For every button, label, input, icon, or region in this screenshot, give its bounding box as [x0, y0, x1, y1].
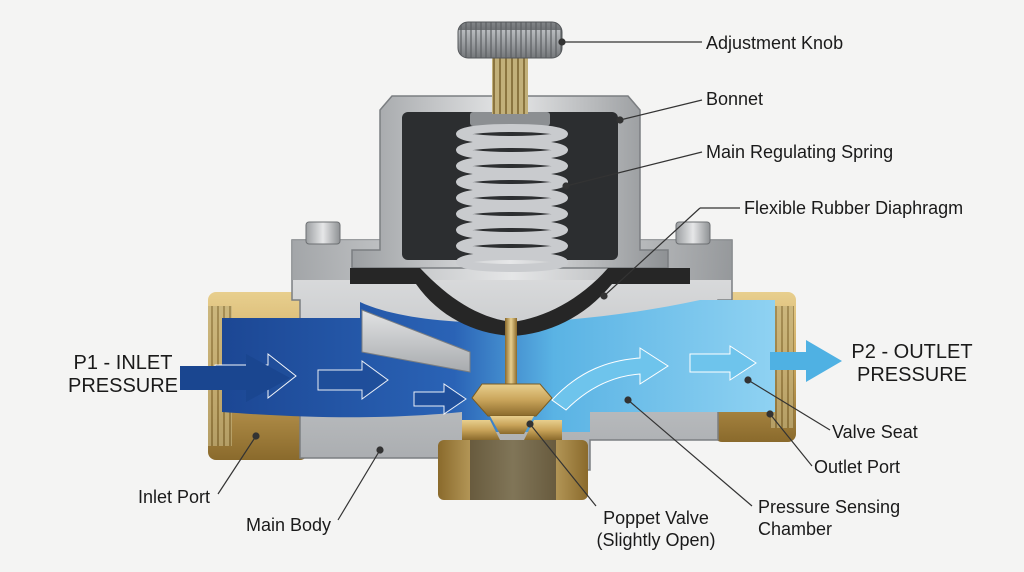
leader-lines [217, 38, 831, 521]
valve-seat [462, 420, 562, 440]
label-poppet-valve: Poppet Valve (Slightly Open) [582, 507, 730, 551]
poppet-valve [471, 383, 553, 434]
bottom-fitting [438, 440, 588, 500]
label-p1-line2: PRESSURE [67, 375, 179, 397]
label-poppet-line2: (Slightly Open) [596, 530, 716, 550]
flexible-rubber-diaphragm [350, 268, 690, 336]
p2-outlet-arrow [770, 340, 842, 382]
bonnet-bolts [305, 221, 711, 245]
label-main-body: Main Body [246, 515, 332, 535]
spring-coil [456, 252, 568, 272]
label-chamber-line2: Chamber [758, 519, 833, 539]
label-outlet-port: Outlet Port [814, 457, 901, 477]
label-valve-seat: Valve Seat [832, 422, 918, 442]
label-p2-line2: PRESSURE [856, 364, 968, 386]
flow-passage [222, 300, 775, 432]
main-regulating-spring [456, 112, 568, 272]
adjustment-knob [457, 21, 563, 114]
label-chamber-line1: Pressure Sensing [758, 497, 901, 517]
label-bonnet: Bonnet [706, 89, 764, 109]
p1-inlet-arrow [180, 354, 290, 402]
label-main-spring: Main Regulating Spring [706, 142, 894, 162]
inlet-baffle [361, 309, 471, 373]
label-p1-line1: P1 - INLET [73, 352, 173, 374]
label-diaphragm: Flexible Rubber Diaphragm [744, 198, 964, 218]
label-poppet-line1: Poppet Valve [603, 508, 709, 528]
label-p1-inlet-pressure: P1 - INLET PRESSURE [58, 352, 188, 398]
label-adjustment-knob: Adjustment Knob [706, 33, 844, 53]
label-inlet-port: Inlet Port [138, 487, 211, 507]
label-p2-line1: P2 - OUTLET [851, 341, 973, 363]
label-p2-outlet-pressure: P2 - OUTLET PRESSURE [842, 341, 982, 387]
label-pressure-sensing-chamber: Pressure Sensing Chamber [758, 496, 900, 540]
valve-stem [505, 318, 517, 390]
